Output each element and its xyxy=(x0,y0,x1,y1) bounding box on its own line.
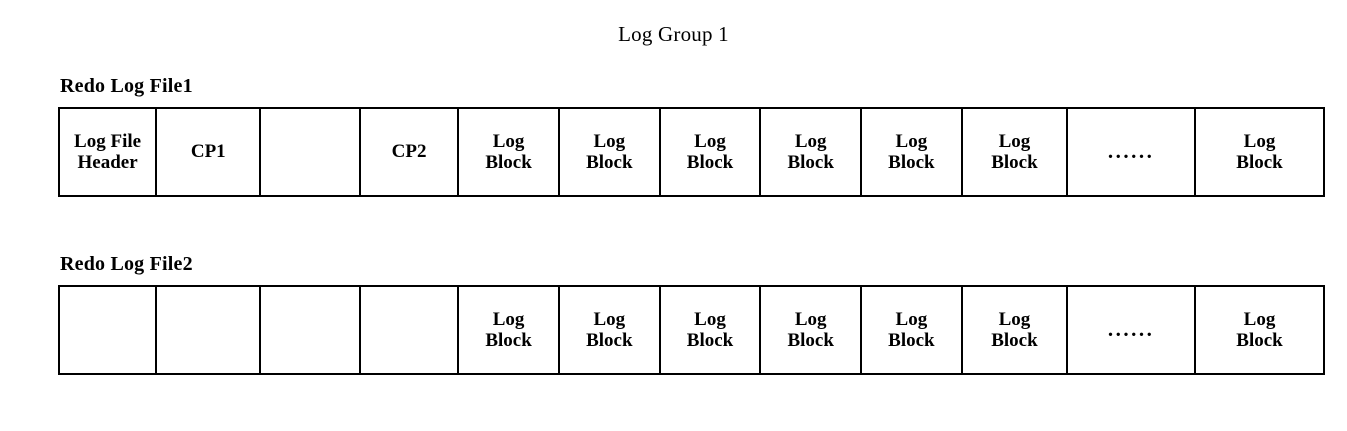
cell-text-line: Log xyxy=(794,308,827,330)
cell-text-line: CP1 xyxy=(190,141,226,163)
cell-text-line: Block xyxy=(686,330,734,351)
cell-text-line: Block xyxy=(586,152,633,173)
cp2-cell: CP2 xyxy=(360,109,460,195)
redo-log-file-2-label: Redo Log File2 xyxy=(60,253,193,275)
cell-text-line: Log xyxy=(998,308,1031,330)
empty-cell xyxy=(261,109,361,195)
cell-text-line: Log File xyxy=(74,130,142,152)
ellipsis-cell: ...... xyxy=(1068,109,1197,195)
cell-text-line: Block xyxy=(1236,152,1283,173)
cell-text-line: CP2 xyxy=(391,141,427,163)
cell-text-line: Log xyxy=(694,130,726,152)
cell-text-line: Log xyxy=(694,308,726,330)
cell-text-line: ...... xyxy=(1107,139,1155,164)
cell-text-line: Block xyxy=(787,152,834,173)
cell-text-line: Header xyxy=(77,152,138,173)
cell-text-line: Log xyxy=(1243,308,1276,330)
cell-text-line: Log xyxy=(794,130,827,152)
cell-text-line: Block xyxy=(586,330,633,351)
cell-text-line: Block xyxy=(888,330,935,351)
ellipsis-cell: ...... xyxy=(1068,287,1197,373)
cell-text-line: Block xyxy=(1236,330,1283,351)
redo-log-file-1-label: Redo Log File1 xyxy=(60,75,193,97)
cp1-cell: CP1 xyxy=(157,109,262,195)
cell-text-line: Block xyxy=(991,152,1038,173)
empty-cell xyxy=(261,287,361,373)
cell-text-line: Log xyxy=(1243,130,1276,152)
cell-text-line: ...... xyxy=(1107,317,1155,342)
cell-text-line: Block xyxy=(485,152,532,173)
cell-text-line: Block xyxy=(991,330,1038,351)
cell-text-line: Block xyxy=(686,152,734,173)
cell-text-line: Log xyxy=(895,308,928,330)
empty-cell xyxy=(157,287,262,373)
cell-text-line: Log xyxy=(492,130,525,152)
cell-text-line: Block xyxy=(787,330,834,351)
diagram-title: Log Group 1 xyxy=(618,22,729,46)
cell-text-line: Log xyxy=(593,308,626,330)
cell-text-line: Block xyxy=(485,330,532,351)
empty-cell xyxy=(360,287,460,373)
cell-text-line: Log xyxy=(895,130,928,152)
empty-cell xyxy=(60,287,158,373)
cell-text-line: Log xyxy=(492,308,525,330)
cell-text-line: Log xyxy=(593,130,626,152)
cell-text-line: Log xyxy=(998,130,1031,152)
cell-text-line: Block xyxy=(888,152,935,173)
